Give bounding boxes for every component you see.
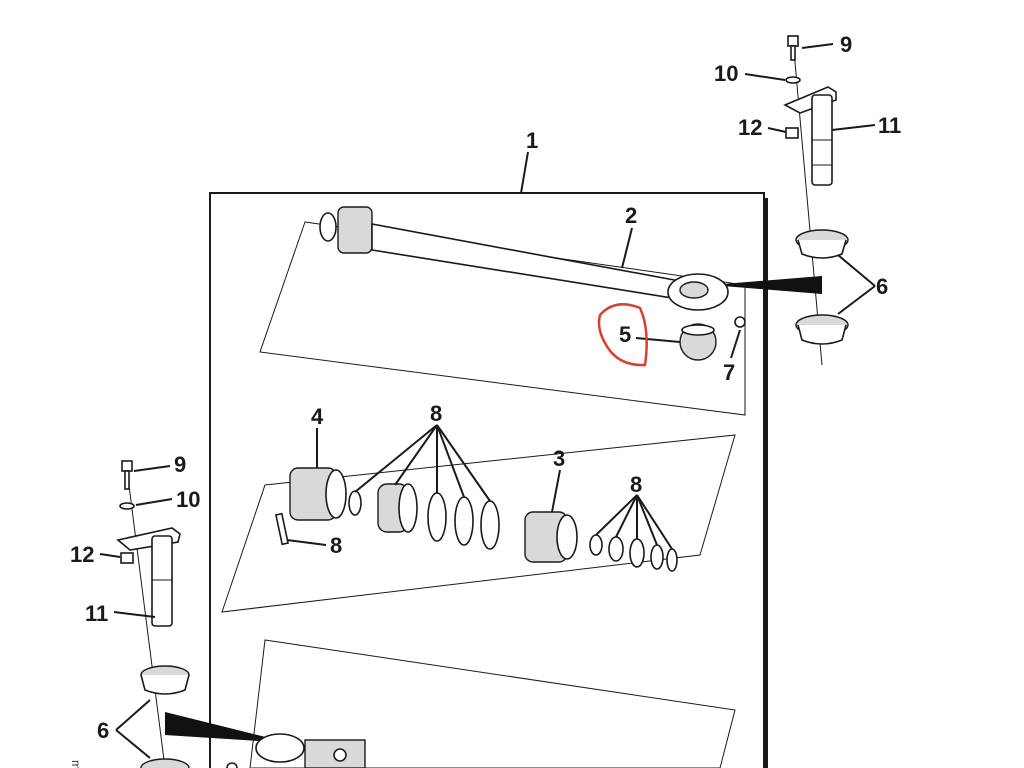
callout-10-top: 10	[714, 61, 738, 86]
callout-labels: 1 2 3 4 5 6 6 7 8 8 8 9 9 10 10 11 11 12…	[69, 32, 901, 768]
cylinder-assembly-frame	[209, 151, 768, 768]
callout-8-ring-group: 8	[630, 472, 642, 497]
callout-8-seal-group: 8	[430, 401, 442, 426]
seal-kit-row	[221, 424, 736, 613]
drawing-code: mk2	[69, 760, 83, 768]
callout-12-top: 12	[738, 115, 762, 140]
callout-11-bottom: 11	[85, 601, 108, 626]
callout-12-bottom: 12	[70, 542, 94, 567]
top-pivot-assembly	[710, 35, 876, 366]
lower-cylinder-row	[226, 639, 736, 768]
callout-8-pin: 8	[330, 533, 342, 558]
callout-9-top: 9	[840, 32, 852, 57]
callout-6-top: 6	[876, 274, 888, 299]
callout-6-bottom: 6	[97, 718, 109, 743]
callout-10-bottom: 10	[176, 487, 200, 512]
callout-11-top: 11	[878, 113, 901, 138]
callout-3: 3	[553, 446, 565, 471]
callout-5: 5	[619, 322, 631, 347]
cylinder-rod-row	[259, 206, 746, 416]
bottom-pivot-assembly	[99, 460, 290, 768]
callout-7: 7	[723, 360, 735, 385]
callout-1: 1	[526, 128, 538, 153]
callout-4: 4	[311, 404, 324, 429]
callout-9-bottom: 9	[174, 452, 186, 477]
highlight-marker	[597, 303, 648, 367]
callout-2: 2	[625, 203, 637, 228]
